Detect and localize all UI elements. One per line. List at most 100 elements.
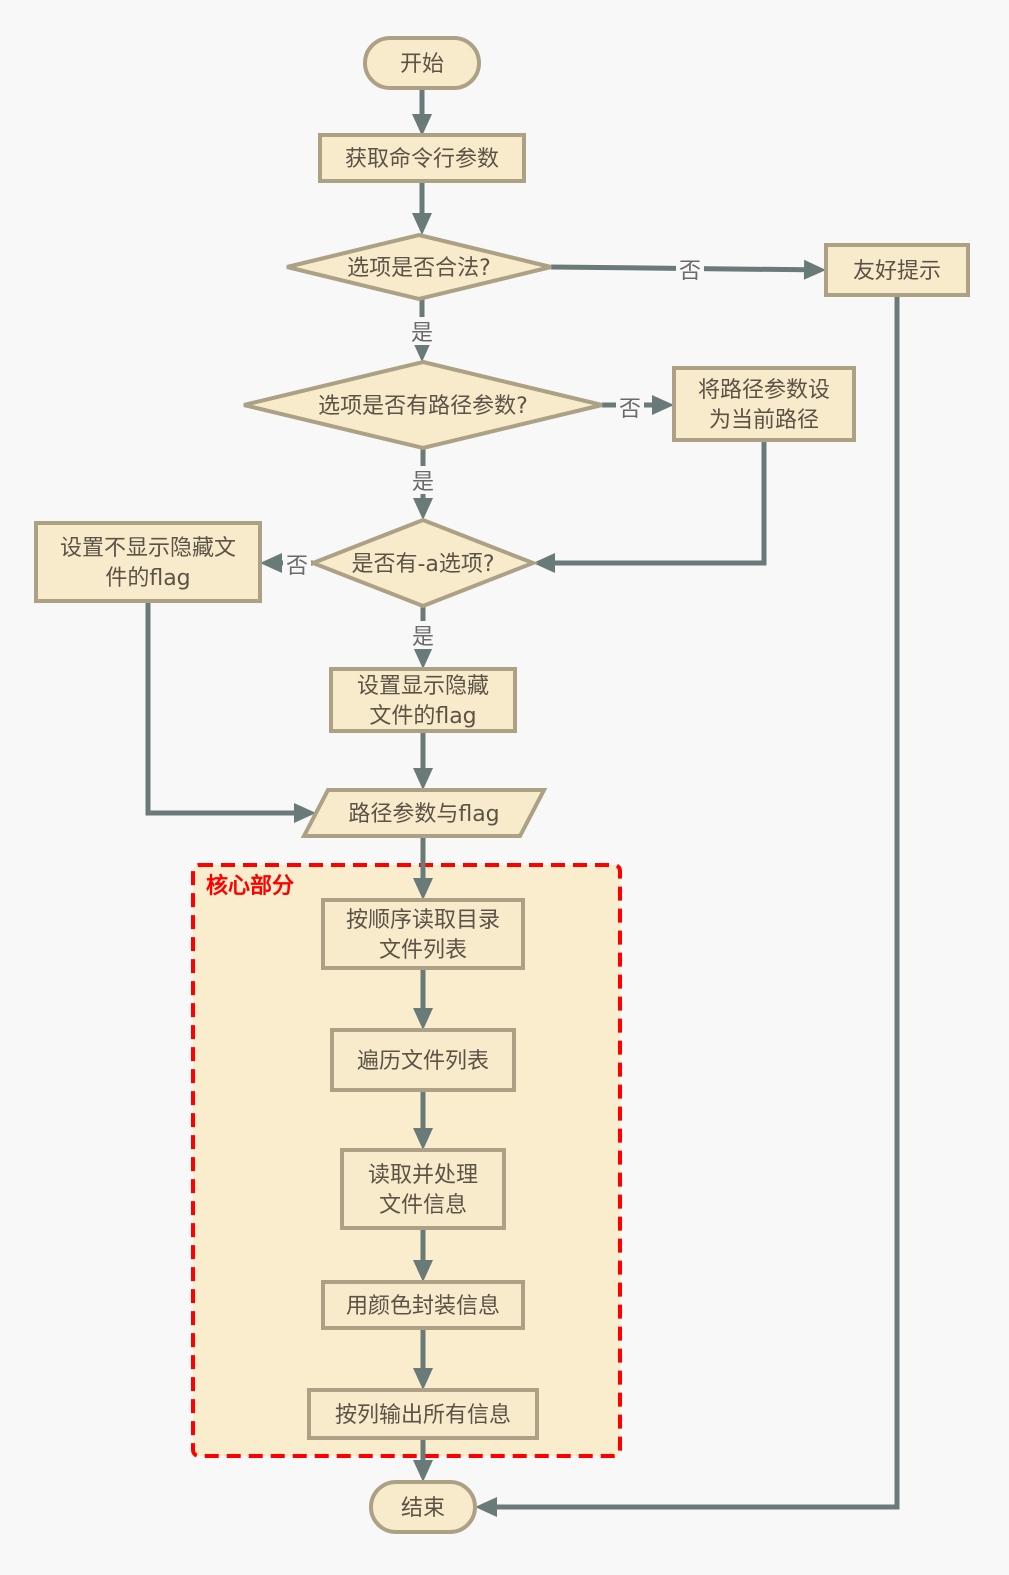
edge-label-background [408, 317, 436, 345]
arrowhead [413, 1260, 433, 1282]
arrowhead [412, 114, 432, 136]
node-text: 选项是否有路径参数? [318, 394, 528, 419]
core-region-title: 核心部分 [206, 873, 294, 899]
node-opt-valid: 选项是否合法? [286, 232, 552, 302]
node-text: 文件列表 [379, 938, 467, 963]
arrowhead [413, 768, 433, 790]
node-text: 将路径参数设 [698, 378, 830, 403]
data-shape [300, 788, 548, 838]
arrowhead [294, 803, 316, 823]
edge-output-to-end [413, 1438, 433, 1482]
arrowhead [533, 553, 555, 573]
node-text: 友好提示 [853, 259, 941, 284]
node-text: 路径参数与flag [348, 802, 499, 827]
process-shape [318, 133, 526, 183]
edge-line [551, 440, 767, 566]
arrowhead [803, 259, 826, 280]
edge-label-background [676, 255, 704, 283]
edge-color_wrap-to-output [413, 1328, 433, 1390]
edge-path_flag-to-read_dir [413, 836, 433, 900]
edge-set_show_flag-to-path_flag [413, 731, 433, 790]
edge-label: 否 [286, 554, 308, 579]
node-friendly-tip: 友好提示 [824, 243, 970, 297]
process-shape [307, 1388, 539, 1440]
decision-shape [286, 232, 552, 302]
edge-friendly_tip-to-end [475, 295, 900, 1517]
edge-label: 否 [679, 259, 701, 284]
arrowhead [413, 498, 433, 520]
edge-traverse-to-process_info [413, 1090, 433, 1150]
arrowhead [413, 1460, 433, 1482]
arrowhead [413, 1008, 433, 1030]
process-shape [321, 898, 525, 970]
node-text: 选项是否合法? [347, 256, 491, 281]
node-output: 按列输出所有信息 [307, 1388, 539, 1440]
edge-line [145, 601, 298, 816]
node-end: 结束 [369, 1480, 477, 1534]
arrowhead [412, 213, 432, 235]
terminal-shape [363, 36, 481, 90]
node-text: 按顺序读取目录 [346, 908, 500, 933]
process-shape [340, 1148, 506, 1230]
process-shape [330, 1028, 516, 1092]
edge-label-background [409, 621, 437, 649]
decision-shape [243, 359, 603, 451]
node-text: 开始 [400, 52, 444, 77]
arrowhead [413, 878, 433, 900]
edge-label: 否 [619, 397, 641, 422]
arrowhead [652, 395, 674, 415]
edge-label-background [409, 466, 437, 494]
terminal-shape [369, 1480, 477, 1534]
arrowhead [413, 647, 433, 669]
core-region-border [191, 863, 622, 1458]
node-text: 设置显示隐藏 [357, 674, 489, 699]
edge-process_info-to-color_wrap [413, 1228, 433, 1282]
arrowhead [412, 340, 432, 362]
node-start: 开始 [363, 36, 481, 90]
node-text: 用颜色封装信息 [346, 1294, 500, 1319]
edge-set_current_path-to-has_a [533, 440, 767, 573]
edge-get_args-to-opt_valid [412, 181, 432, 235]
process-shape [34, 521, 262, 603]
node-text: 是否有-a选项? [351, 552, 494, 577]
edge-start-to-get_args [412, 88, 432, 136]
node-text: 按列输出所有信息 [335, 1403, 511, 1428]
node-path-flag: 路径参数与flag [300, 788, 548, 838]
process-shape [321, 1280, 525, 1330]
edge-label-background [616, 393, 644, 421]
node-text: 件的flag [105, 566, 190, 591]
edge-read_dir-to-traverse [413, 968, 433, 1030]
edge-line [493, 295, 900, 1510]
node-has-path: 选项是否有路径参数? [243, 359, 603, 451]
node-text: 设置不显示隐藏文 [60, 536, 236, 561]
arrowhead [413, 1128, 433, 1150]
arrowhead [413, 1368, 433, 1390]
node-text: 遍历文件列表 [357, 1049, 489, 1074]
edge-label-background [283, 550, 311, 578]
arrowhead [475, 1497, 497, 1517]
node-text: 为当前路径 [709, 408, 819, 433]
decision-shape [307, 517, 539, 609]
node-get-args: 获取命令行参数 [318, 133, 526, 183]
edge-label: 是 [412, 470, 434, 495]
edge-label: 是 [411, 321, 433, 346]
edge-set_hidden_flag-to-path_flag [145, 601, 316, 823]
process-shape [329, 667, 517, 733]
node-has-a: 是否有-a选项? [307, 517, 539, 609]
node-text: 读取并处理 [368, 1163, 478, 1188]
edge-label: 是 [412, 625, 434, 650]
node-text: 结束 [401, 1496, 445, 1521]
node-traverse: 遍历文件列表 [330, 1028, 516, 1092]
process-shape [824, 243, 970, 297]
node-text: 文件信息 [379, 1193, 467, 1218]
node-text: 获取命令行参数 [345, 147, 499, 172]
arrowhead [260, 553, 282, 573]
node-text: 文件的flag [369, 704, 476, 729]
node-color-wrap: 用颜色封装信息 [321, 1280, 525, 1330]
